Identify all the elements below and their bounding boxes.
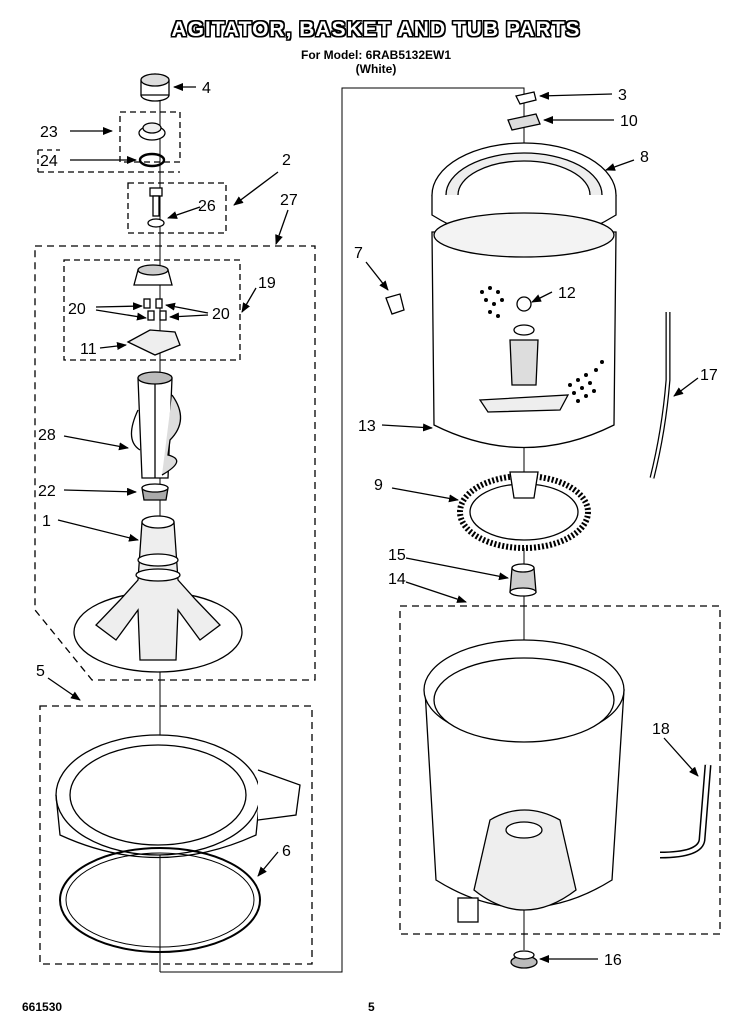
callout-20-left: 20: [68, 301, 86, 318]
group-box-26: [127, 182, 227, 234]
part-15-hub: [509, 563, 537, 597]
callout-14: 14: [388, 571, 406, 588]
part-12-nut: [516, 296, 532, 312]
part-4-agitator-cap: [140, 73, 170, 102]
callout-3: 3: [618, 87, 627, 104]
part-19-dogs-assembly: [126, 264, 181, 356]
callout-16: 16: [604, 952, 622, 969]
diagram-title: AGITATOR, BASKET AND TUB PARTS: [171, 18, 581, 41]
model-line: For Model: 6RAB5132EW1: [300, 48, 452, 62]
part-3-and-10: [507, 91, 541, 131]
part-7-clip: [385, 293, 405, 315]
callout-10: 10: [620, 113, 638, 130]
group-box-27: [34, 245, 316, 681]
callout-15: 15: [388, 547, 406, 564]
callout-23: 23: [40, 124, 58, 141]
group-box-23-24: [119, 111, 181, 163]
callout-22: 22: [38, 483, 56, 500]
part-5-tub-ring: [55, 734, 301, 859]
page-number: 5: [368, 1000, 375, 1014]
callout-11: 11: [80, 341, 97, 358]
callout-12: 12: [558, 285, 576, 302]
callout-5: 5: [36, 663, 45, 680]
callout-6: 6: [282, 843, 291, 860]
part-24-ring: [138, 152, 166, 168]
callout-4: 4: [202, 80, 211, 97]
callout-7: 7: [354, 245, 363, 262]
callout-8: 8: [640, 149, 649, 166]
part-14-outer-tub: [423, 639, 625, 923]
basket-perforations: [480, 286, 604, 403]
callout-27: 27: [280, 192, 298, 209]
document-number: 661530: [22, 1000, 63, 1014]
callout-26: 26: [198, 198, 216, 215]
group-box-19: [63, 259, 241, 361]
leader-lines: [47, 83, 699, 963]
part-9-drive-hub: [457, 471, 591, 551]
callout-28: 28: [38, 427, 56, 444]
callout-19: 19: [258, 275, 276, 292]
part-22: [141, 483, 169, 501]
callout-2: 2: [282, 152, 291, 169]
part-16-seal: [510, 950, 538, 969]
callout-18: 18: [652, 721, 670, 738]
part-28-auger: [130, 371, 182, 479]
part-13-basket: [431, 212, 617, 449]
part-6-tub-ring-clamp: [59, 847, 261, 953]
group-box-14: [399, 605, 721, 935]
callout-labels: 4 23 24 2 26 27 19 20 20 11 28 22 1 5 6 …: [36, 80, 718, 969]
color-line: (White): [355, 62, 397, 76]
callout-9: 9: [374, 477, 383, 494]
part-23: [138, 122, 166, 141]
part-26-bolt: [147, 187, 165, 228]
part-1-agitator-base: [73, 515, 243, 673]
callout-20-right: 20: [212, 306, 230, 323]
callout-1: 1: [42, 513, 51, 530]
callout-17: 17: [700, 367, 718, 384]
group-box-5: [39, 705, 313, 965]
callout-24: 24: [40, 153, 58, 170]
callout-13: 13: [358, 418, 376, 435]
